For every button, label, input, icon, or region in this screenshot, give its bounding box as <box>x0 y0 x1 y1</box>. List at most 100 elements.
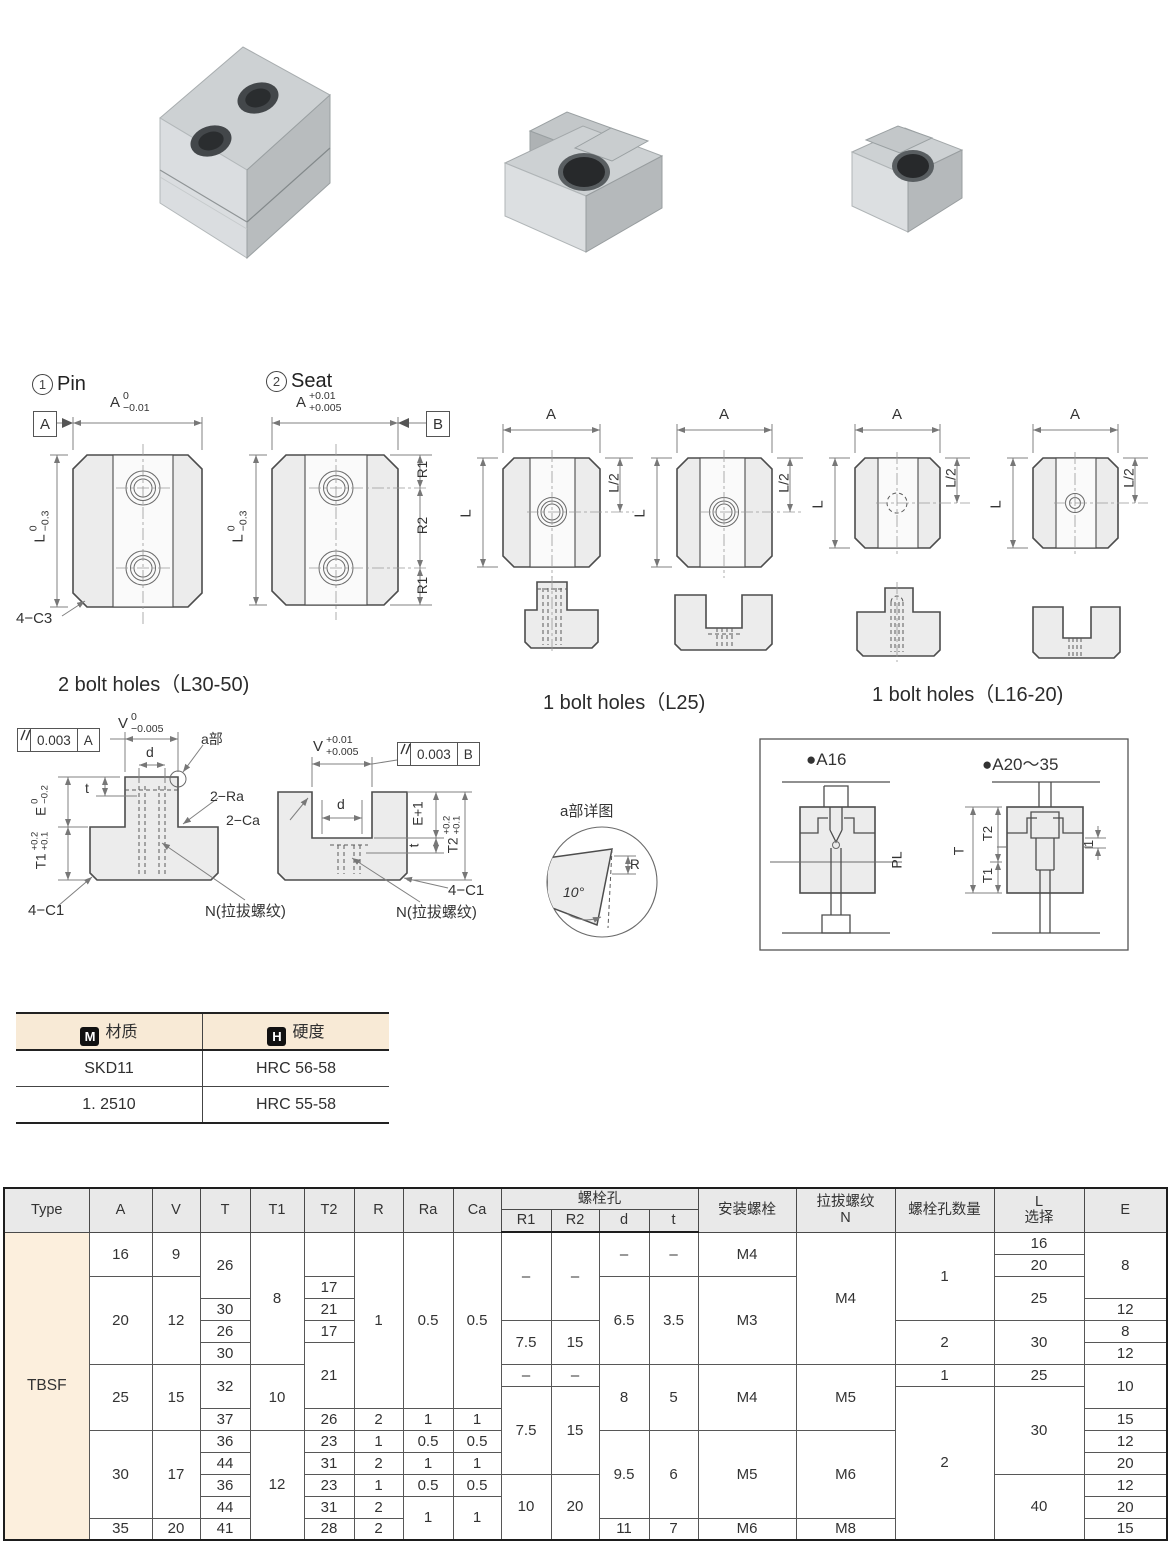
datum-b-box: B <box>426 411 450 437</box>
material-value: 1. 2510 <box>16 1086 203 1124</box>
spec-cell: 1 <box>894 1363 995 1387</box>
cross-left-dim-e: E 0−0.2 <box>29 785 51 816</box>
seat-dim-r1-bottom: R1 <box>415 576 431 595</box>
spec-cell: 6.5 <box>598 1275 650 1365</box>
spec-cell: 1 <box>894 1231 995 1321</box>
spec-cell: 0.5 <box>452 1429 502 1453</box>
info-a16-label: ●A16 <box>806 750 847 769</box>
hardness-value: HRC 55-58 <box>202 1086 389 1124</box>
parallelism-icon <box>18 729 31 751</box>
spec-cell: 2 <box>894 1385 995 1541</box>
spec-cell: 1 <box>353 1231 404 1409</box>
col-bolt-count: 螺栓孔数量 <box>894 1187 995 1233</box>
seat-number-icon: 2 <box>266 371 287 392</box>
spec-cell: M3 <box>697 1275 797 1365</box>
parallelism-fcf-b: 0.003 B <box>397 742 480 766</box>
spec-cell: 8 <box>1083 1231 1168 1299</box>
spec-cell: 12 <box>1083 1341 1168 1365</box>
ra-chamfer-label: 2−Ra <box>210 788 244 804</box>
spec-cell: 7.5 <box>500 1319 552 1365</box>
spec-cell: 20 <box>1083 1451 1168 1475</box>
dim-l-label: L <box>631 509 649 518</box>
spec-cell: 26 <box>199 1319 251 1343</box>
spec-cell: 31 <box>303 1495 355 1519</box>
spec-cell: – <box>598 1231 650 1277</box>
dim-l-label: L <box>809 500 827 509</box>
cross-left-dim-d: d <box>146 744 154 760</box>
spec-cell: 11 <box>598 1517 650 1541</box>
c1-chamfer-label: 4−C1 <box>448 882 485 899</box>
col-ca: Ca <box>452 1187 502 1233</box>
spec-cell: 2 <box>353 1517 404 1541</box>
spec-cell: 7 <box>648 1517 699 1541</box>
spec-cell: 15 <box>550 1385 600 1475</box>
dim-l2-label: L/2 <box>942 468 959 488</box>
spec-cell: 21 <box>303 1297 355 1321</box>
product-photo-seat-small <box>850 125 964 233</box>
spec-cell: 12 <box>1083 1297 1168 1321</box>
one-hole-l25-drawings <box>477 424 804 654</box>
spec-cell: 16 <box>993 1231 1085 1255</box>
spec-cell: M4 <box>697 1231 797 1277</box>
product-photo-assembled-block <box>159 46 331 260</box>
spec-cell: 1 <box>402 1407 454 1431</box>
spec-cell: M6 <box>795 1429 896 1519</box>
col-e: E <box>1083 1187 1168 1233</box>
spec-cell: 15 <box>151 1363 201 1431</box>
dim-l-label: L <box>987 500 1005 509</box>
spec-cell: M5 <box>795 1363 896 1431</box>
spec-cell: 44 <box>199 1495 251 1519</box>
seat-section-title: 2 Seat <box>266 370 332 393</box>
spec-cell: – <box>500 1231 552 1321</box>
spec-type-cell: TBSF <box>3 1231 90 1541</box>
spec-cell: 20 <box>151 1517 201 1541</box>
cross-right-dim-t: t <box>406 843 422 848</box>
spec-cell <box>303 1231 355 1277</box>
cross-left-dim-v: V 0−0.005 <box>118 711 164 735</box>
cross-right-dim-v: V +0.01+0.005 <box>313 734 359 758</box>
pin-dim-a: A 0−0.01 <box>110 390 150 414</box>
spec-cell: 41 <box>199 1517 251 1541</box>
col-t1: T1 <box>249 1187 305 1233</box>
pin-cross-section-drawing <box>57 732 246 907</box>
caption-two-bolt-holes: 2 bolt holes（L30-50) <box>58 674 250 696</box>
spec-cell: 20 <box>88 1275 153 1365</box>
spec-cell: 2 <box>894 1319 995 1365</box>
material-row: SKD11 HRC 56-58 <box>16 1050 389 1087</box>
seat-dim-a: A +0.01+0.005 <box>296 390 342 414</box>
spec-cell: 17 <box>303 1319 355 1343</box>
spec-cell: 7.5 <box>500 1385 552 1475</box>
c1-chamfer-label: 4−C1 <box>28 902 65 919</box>
spec-cell: 0.5 <box>402 1231 454 1409</box>
spec-cell: 40 <box>993 1473 1085 1541</box>
product-photo-seat-large <box>503 111 664 253</box>
detail-title: a部详图 <box>560 803 614 820</box>
spec-cell: 30 <box>88 1429 153 1519</box>
material-m-icon: M <box>80 1026 100 1046</box>
detail-angle-label: 10° <box>563 884 585 900</box>
spec-cell: 10 <box>249 1363 305 1431</box>
pin-section-label: Pin <box>57 373 86 395</box>
spec-cell: 23 <box>303 1429 355 1453</box>
spec-cell: 1 <box>353 1473 404 1497</box>
spec-cell: 8 <box>598 1363 650 1431</box>
spec-cell: 36 <box>199 1429 251 1453</box>
spec-cell: M6 <box>697 1517 797 1541</box>
spec-cell: – <box>500 1363 552 1387</box>
dim-a-label: A <box>1070 406 1081 423</box>
spec-cell: – <box>648 1231 699 1277</box>
spec-cell: 1 <box>402 1451 454 1475</box>
pull-thread-label: N(拉拔螺纹) <box>205 903 286 920</box>
col-d: d <box>598 1209 650 1233</box>
spec-cell: 25 <box>993 1275 1085 1321</box>
